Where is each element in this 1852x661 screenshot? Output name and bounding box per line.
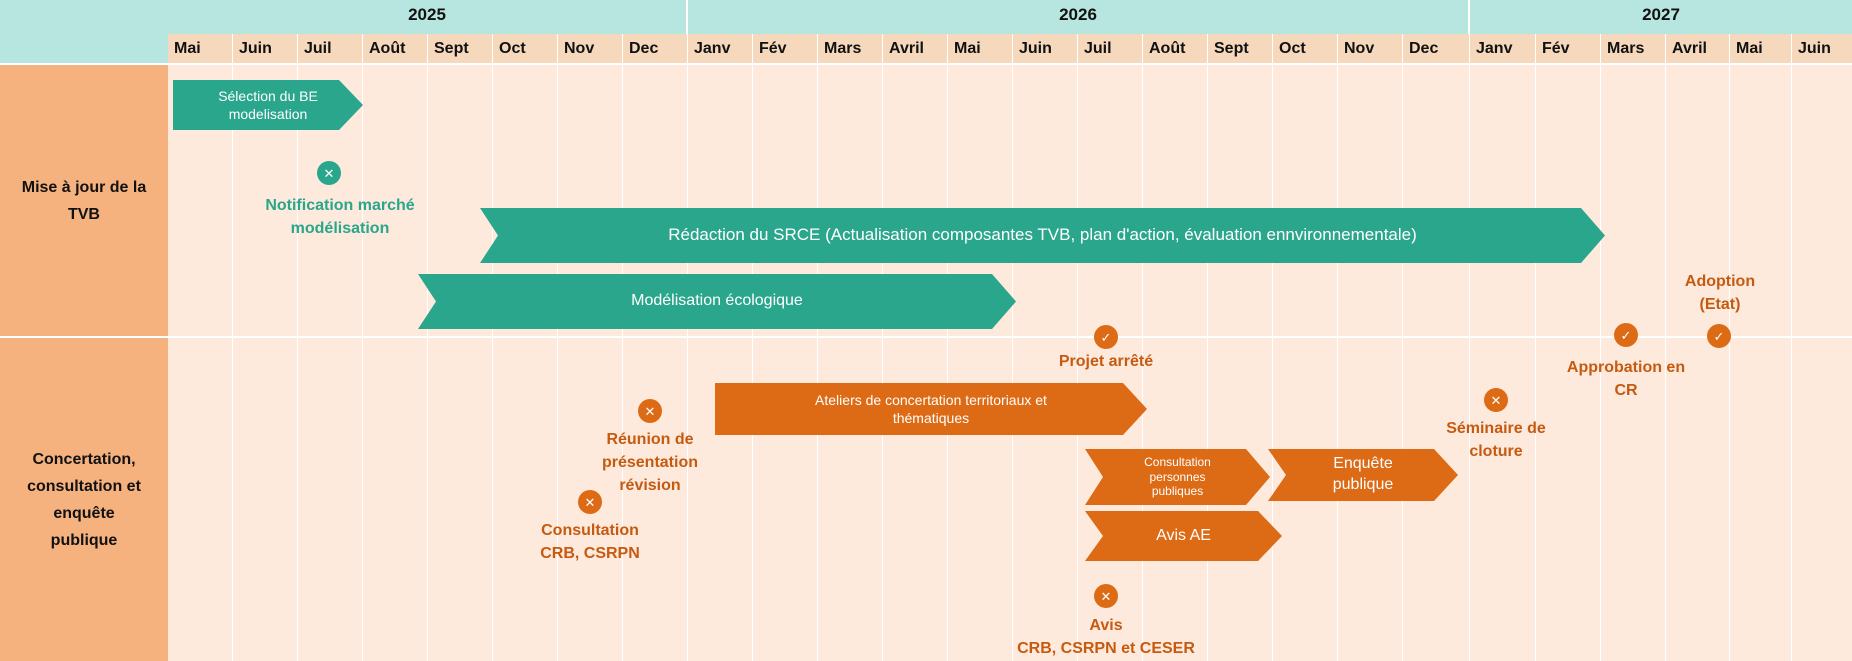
grid-line: [557, 65, 558, 661]
grid-line: [492, 65, 493, 661]
month-header: Fév: [753, 34, 818, 63]
month-header: Août: [1143, 34, 1208, 63]
grid-line: [1791, 65, 1792, 661]
month-header: Juil: [1078, 34, 1143, 63]
grid-line: [1600, 65, 1601, 661]
grid-line: [947, 65, 948, 661]
cross-icon: ✕: [1094, 584, 1118, 608]
month-header: Dec: [1403, 34, 1470, 63]
month-header: Avril: [883, 34, 948, 63]
month-header: Juil: [298, 34, 363, 63]
grid-line: [1012, 65, 1013, 661]
cross-icon: ✕: [638, 399, 662, 423]
grid-line: [622, 65, 623, 661]
month-header: Janv: [1470, 34, 1536, 63]
grid-line: [1469, 65, 1470, 661]
month-header: Dec: [623, 34, 688, 63]
check-icon: ✓: [1094, 325, 1118, 349]
milestone-label-projet-arrete: Projet arrêté: [1058, 353, 1154, 370]
month-header: Juin: [233, 34, 298, 63]
grid-line: [1337, 65, 1338, 661]
month-header: Nov: [1338, 34, 1403, 63]
month-header: Mars: [818, 34, 883, 63]
grid-line: [427, 65, 428, 661]
grid-line: [687, 65, 688, 661]
grid-line: [1665, 65, 1666, 661]
grid-line: [817, 65, 818, 661]
task-bar-ateliers: Ateliers de concertation territoriaux et…: [715, 383, 1147, 435]
year-header: 2027: [1470, 0, 1852, 34]
grid-line: [1272, 65, 1273, 661]
month-header: Oct: [1273, 34, 1338, 63]
month-header: Sept: [428, 34, 493, 63]
month-header: Janv: [688, 34, 753, 63]
grid-line: [882, 65, 883, 661]
month-header: Juin: [1013, 34, 1078, 63]
check-icon: ✓: [1707, 324, 1731, 348]
grid-line: [1077, 65, 1078, 661]
corner-cell: [0, 0, 168, 63]
cross-icon: ✕: [578, 490, 602, 514]
month-header: Mai: [1730, 34, 1792, 63]
cross-icon: ✕: [1484, 388, 1508, 412]
grid-line: [362, 65, 363, 661]
month-header: Mars: [1601, 34, 1666, 63]
check-icon: ✓: [1614, 323, 1638, 347]
grid-line: [1729, 65, 1730, 661]
month-header: Fév: [1536, 34, 1601, 63]
milestone-label-adoption: Adoption(Etat): [1684, 273, 1756, 313]
year-header: 2026: [688, 0, 1470, 34]
grid-line: [297, 65, 298, 661]
grid-line: [1535, 65, 1536, 661]
month-header: Oct: [493, 34, 558, 63]
month-header: Mai: [168, 34, 233, 63]
year-header: 2025: [168, 0, 688, 34]
month-header: Avril: [1666, 34, 1730, 63]
month-header: Mai: [948, 34, 1013, 63]
grid-line: [232, 65, 233, 661]
task-bar-modelisation-ecologique: Modélisation écologique: [418, 274, 1016, 329]
grid-line: [1142, 65, 1143, 661]
grid-line: [752, 65, 753, 661]
grid-line: [1207, 65, 1208, 661]
month-header: Juin: [1792, 34, 1852, 63]
task-bar-redaction-srce: Rédaction du SRCE (Actualisation composa…: [480, 208, 1605, 263]
task-bar-avis-ae: Avis AE: [1085, 511, 1282, 561]
cross-icon: ✕: [317, 161, 341, 185]
grid-line: [1402, 65, 1403, 661]
month-header: Août: [363, 34, 428, 63]
month-header: Nov: [558, 34, 623, 63]
month-header: Sept: [1208, 34, 1273, 63]
